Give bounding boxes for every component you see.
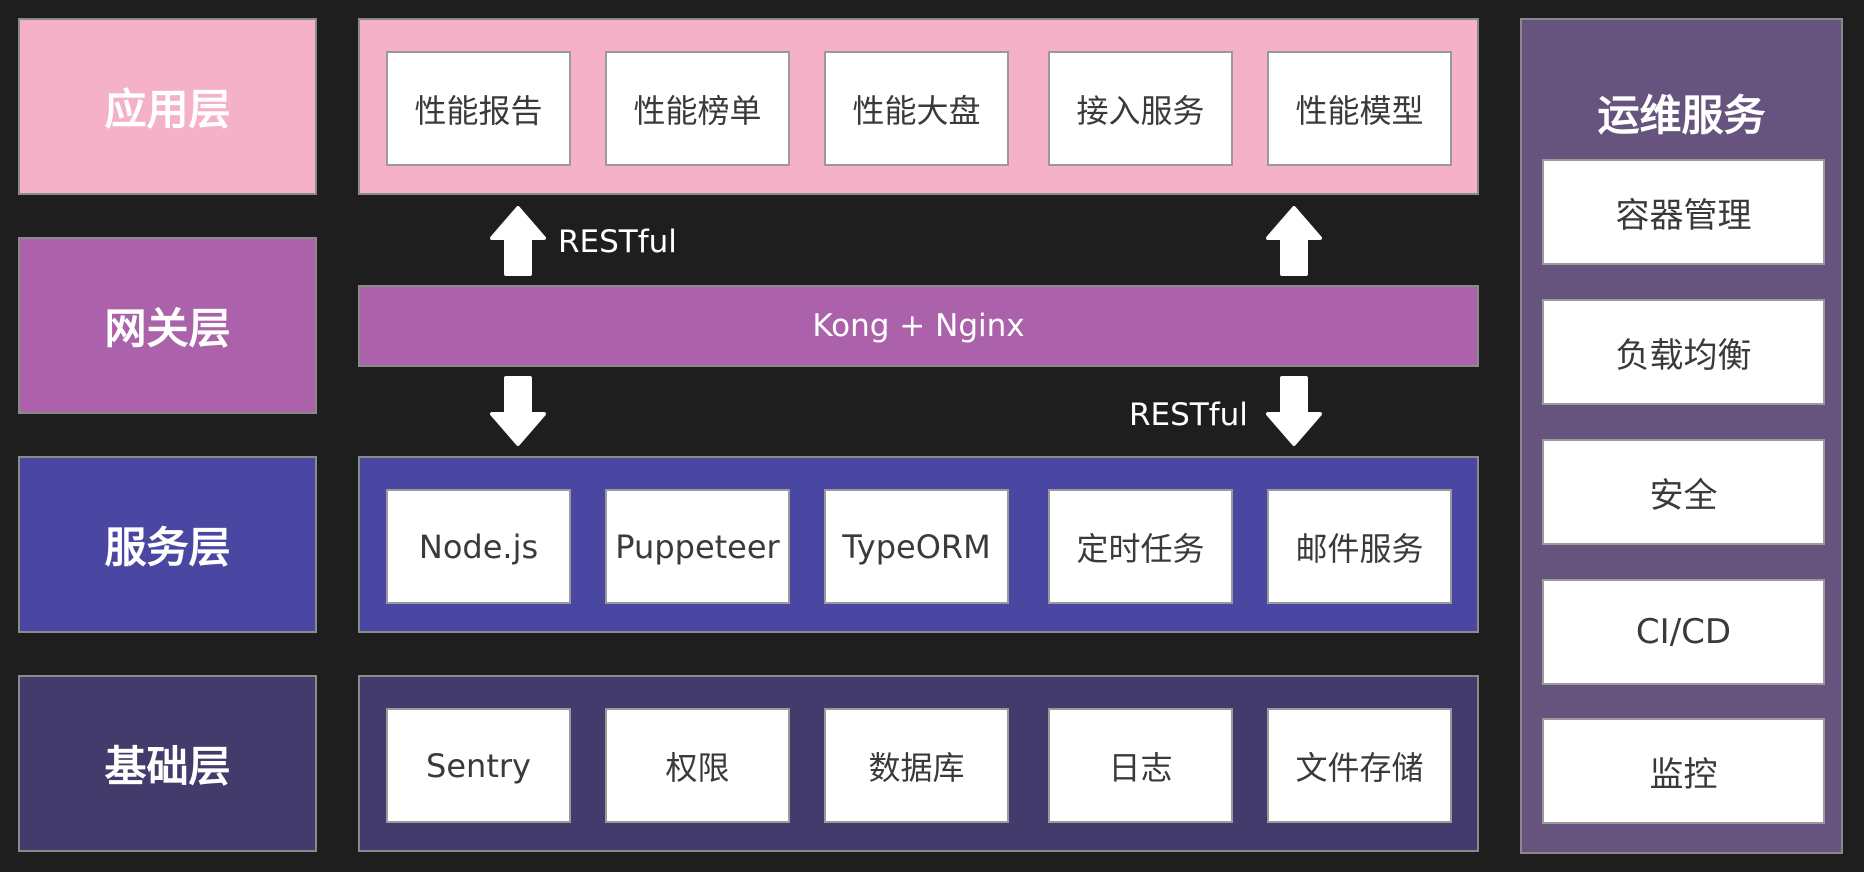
down-arrow-left-icon bbox=[490, 376, 546, 446]
restful-label-bottom: RESTful bbox=[1129, 397, 1248, 433]
application-layer-panel: 性能报告 性能榜单 性能大盘 接入服务 性能模型 bbox=[358, 18, 1479, 195]
base-box-logging: 日志 bbox=[1048, 708, 1233, 823]
app-box-performance-report: 性能报告 bbox=[386, 51, 571, 166]
ops-service-panel: 运维服务 容器管理 负载均衡 安全 CI/CD 监控 bbox=[1520, 18, 1843, 854]
service-box-nodejs: Node.js bbox=[386, 489, 571, 604]
base-box-sentry: Sentry bbox=[386, 708, 571, 823]
ops-box-security: 安全 bbox=[1542, 439, 1825, 545]
ops-box-ci-cd: CI/CD bbox=[1542, 579, 1825, 685]
down-arrow-right-icon bbox=[1266, 376, 1322, 446]
layer-label-service: 服务层 bbox=[18, 456, 317, 633]
base-box-database: 数据库 bbox=[824, 708, 1009, 823]
base-box-permission: 权限 bbox=[605, 708, 790, 823]
gateway-bar: Kong + Nginx bbox=[358, 285, 1479, 367]
restful-label-top: RESTful bbox=[558, 224, 677, 260]
layer-label-application: 应用层 bbox=[18, 18, 317, 195]
service-box-mail-service: 邮件服务 bbox=[1267, 489, 1452, 604]
ops-box-load-balancing: 负载均衡 bbox=[1542, 299, 1825, 405]
layer-label-gateway: 网关层 bbox=[18, 237, 317, 414]
up-arrow-left-icon bbox=[490, 206, 546, 276]
ops-service-title: 运维服务 bbox=[1597, 91, 1766, 140]
up-arrow-right-icon bbox=[1266, 206, 1322, 276]
base-box-file-storage: 文件存储 bbox=[1267, 708, 1452, 823]
layer-label-base: 基础层 bbox=[18, 675, 317, 852]
ops-box-container-management: 容器管理 bbox=[1542, 159, 1825, 265]
base-layer-panel: Sentry 权限 数据库 日志 文件存储 bbox=[358, 675, 1479, 852]
app-box-performance-dashboard: 性能大盘 bbox=[824, 51, 1009, 166]
app-box-performance-ranking: 性能榜单 bbox=[605, 51, 790, 166]
ops-box-monitoring: 监控 bbox=[1542, 718, 1825, 824]
service-box-scheduled-task: 定时任务 bbox=[1048, 489, 1233, 604]
service-box-typeorm: TypeORM bbox=[824, 489, 1009, 604]
app-box-performance-model: 性能模型 bbox=[1267, 51, 1452, 166]
app-box-access-service: 接入服务 bbox=[1048, 51, 1233, 166]
service-layer-panel: Node.js Puppeteer TypeORM 定时任务 邮件服务 bbox=[358, 456, 1479, 633]
service-box-puppeteer: Puppeteer bbox=[605, 489, 790, 604]
